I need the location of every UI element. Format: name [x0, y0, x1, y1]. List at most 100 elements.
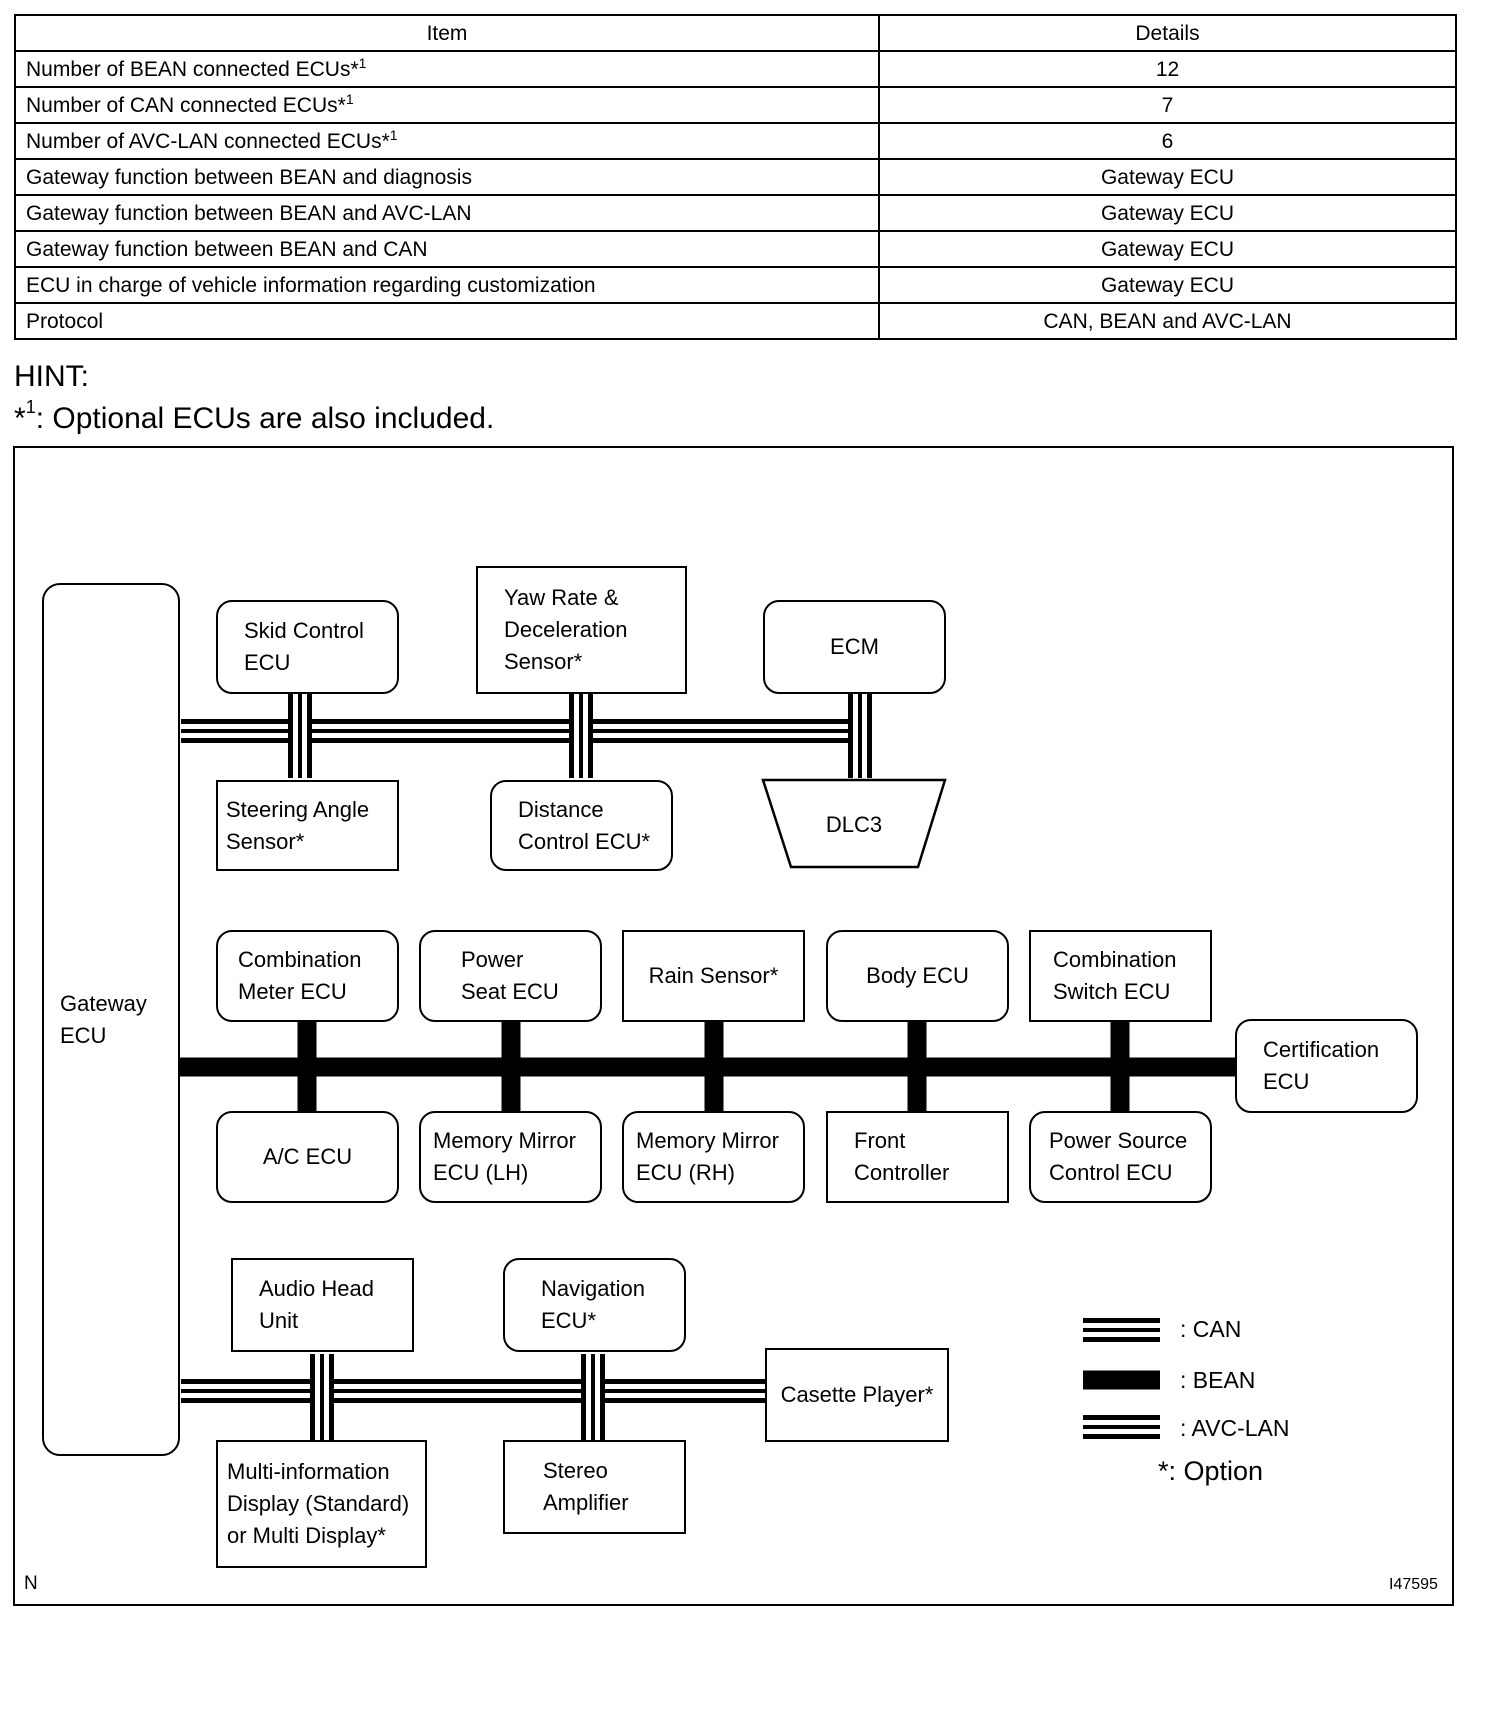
avc-bus [181, 1354, 765, 1441]
table-cell-item: ECU in charge of vehicle information reg… [14, 266, 880, 304]
table-cell-details: 6 [878, 122, 1457, 160]
front-controller: Front Controller [826, 1111, 1009, 1203]
hint-note: *1: Optional ECUs are also included. [14, 398, 495, 435]
ac-ecu: A/C ECU [216, 1111, 399, 1203]
bean-bus [175, 1018, 1240, 1116]
item-text: Number of AVC-LAN connected ECUs* [26, 129, 390, 153]
figure-code: I47595 [1389, 1576, 1438, 1593]
bus-lines [175, 694, 1240, 1441]
memory-mirror-rh: Memory Mirror ECU (RH) [622, 1111, 805, 1203]
body-ecu: Body ECU [826, 930, 1009, 1022]
combination-meter-ecu: Combination Meter ECU [216, 930, 399, 1022]
corner-label-left: N [24, 1573, 38, 1594]
table-row: Gateway function between BEAN and AVC-LA… [14, 194, 1457, 232]
cassette-player: Casette Player* [765, 1348, 949, 1442]
header-item: Item [14, 14, 880, 52]
yaw-rate-sensor-label: Yaw Rate & Deceleration Sensor* [504, 585, 628, 674]
table-row: Protocol CAN, BEAN and AVC-LAN [14, 302, 1457, 340]
item-text: Gateway function between BEAN and CAN [26, 237, 428, 261]
steering-angle-sensor-label: Steering Angle Sensor* [226, 796, 370, 854]
hint-note-text: : Optional ECUs are also included. [35, 402, 495, 435]
combination-meter-ecu-label: Combination Meter ECU [238, 947, 362, 1004]
header-details: Details [878, 14, 1457, 52]
combination-switch-ecu-label: Combination Switch ECU [1053, 947, 1177, 1004]
footnote-marker: 1 [358, 54, 367, 71]
table-cell-details: Gateway ECU [878, 230, 1457, 268]
item-text: Gateway function between BEAN and AVC-LA… [26, 201, 472, 225]
skid-control-ecu-label: Skid Control ECU [244, 618, 364, 675]
table-cell-item: Protocol [14, 302, 880, 340]
stereo-amplifier-label: Stereo Amplifier [543, 1458, 629, 1515]
item-text: Number of BEAN connected ECUs* [26, 57, 359, 81]
item-text: ECU in charge of vehicle information reg… [26, 273, 596, 297]
yaw-rate-sensor: Yaw Rate & Deceleration Sensor* [476, 566, 687, 694]
hint-note-prefix: * [14, 402, 26, 435]
distance-control-ecu: Distance Control ECU* [490, 780, 673, 871]
table-cell-details: Gateway ECU [878, 158, 1457, 196]
hint-title: HINT: [14, 360, 89, 393]
item-text: Protocol [26, 309, 104, 333]
table-cell-details: Gateway ECU [878, 194, 1457, 232]
table-cell-item: Number of BEAN connected ECUs*1 [14, 50, 880, 88]
table-cell-item: Number of CAN connected ECUs*1 [14, 86, 880, 124]
table-cell-item: Gateway function between BEAN and diagno… [14, 158, 880, 196]
power-source-control-ecu: Power Source Control ECU [1029, 1111, 1212, 1203]
power-seat-ecu: Power Seat ECU [419, 930, 602, 1022]
legend-can-label: : CAN [1180, 1316, 1242, 1342]
power-source-control-ecu-label: Power Source Control ECU [1049, 1128, 1188, 1185]
navigation-ecu-label: Navigation ECU* [541, 1276, 645, 1333]
audio-head-unit: Audio Head Unit [231, 1258, 414, 1352]
gateway-ecu: Gateway ECU [42, 583, 180, 1456]
item-text: Number of CAN connected ECUs* [26, 93, 346, 117]
navigation-ecu: Navigation ECU* [503, 1258, 686, 1352]
audio-head-unit-label: Audio Head Unit [259, 1276, 374, 1333]
rain-sensor-label: Rain Sensor* [648, 963, 779, 988]
memory-mirror-lh: Memory Mirror ECU (LH) [419, 1111, 602, 1203]
dlc3-label: DLC3 [825, 812, 883, 837]
ecm: ECM [763, 600, 946, 694]
table-row: Gateway function between BEAN and diagno… [14, 158, 1457, 196]
body-ecu-label: Body ECU [866, 963, 969, 988]
legend-bean-label: : BEAN [1180, 1367, 1256, 1393]
certification-ecu: Certification ECU [1235, 1019, 1418, 1113]
cassette-player-label: Casette Player* [780, 1382, 934, 1407]
power-seat-ecu-label: Power Seat ECU [461, 947, 559, 1004]
table-header-row: Item Details [14, 14, 1457, 52]
spec-table: Item Details Number of BEAN connected EC… [14, 14, 1457, 340]
can-drops [288, 694, 872, 778]
distance-control-ecu-label: Distance Control ECU* [518, 796, 651, 854]
table-cell-details: CAN, BEAN and AVC-LAN [878, 302, 1457, 340]
memory-mirror-rh-label: Memory Mirror ECU (RH) [636, 1128, 779, 1185]
item-text: Gateway function between BEAN and diagno… [26, 165, 472, 189]
legend-option-label: *: Option [1158, 1456, 1264, 1486]
combination-switch-ecu: Combination Switch ECU [1029, 930, 1212, 1022]
stereo-amplifier: Stereo Amplifier [503, 1440, 686, 1534]
skid-control-ecu: Skid Control ECU [216, 600, 399, 694]
footnote-marker: 1 [345, 90, 354, 107]
memory-mirror-lh-label: Memory Mirror ECU (LH) [433, 1128, 576, 1185]
certification-ecu-label: Certification ECU [1263, 1037, 1380, 1094]
table-cell-details: 7 [878, 86, 1457, 124]
hint-note-sup: 1 [25, 397, 36, 417]
rain-sensor: Rain Sensor* [622, 930, 805, 1022]
table-cell-details: Gateway ECU [878, 266, 1457, 304]
network-diagram: Gateway ECU Skid Control ECU Yaw Rate & … [13, 446, 1454, 1606]
table-cell-details: 12 [878, 50, 1457, 88]
dlc3-shape [761, 778, 947, 869]
ac-ecu-label: A/C ECU [262, 1144, 353, 1169]
ecm-label: ECM [830, 634, 879, 659]
multi-information-display-label: Multi-information Display (Standard) or … [227, 1459, 410, 1548]
footnote-marker: 1 [389, 126, 398, 143]
steering-angle-sensor: Steering Angle Sensor* [216, 780, 399, 871]
table-cell-item: Number of AVC-LAN connected ECUs*1 [14, 122, 880, 160]
multi-information-display: Multi-information Display (Standard) or … [216, 1440, 427, 1568]
table-cell-item: Gateway function between BEAN and CAN [14, 230, 880, 268]
gateway-ecu-label: Gateway ECU [60, 990, 147, 1048]
legend-avc-label: : AVC-LAN [1180, 1415, 1290, 1441]
front-controller-label: Front Controller [854, 1128, 950, 1185]
table-row: Gateway function between BEAN and CAN Gat… [14, 230, 1457, 268]
table-cell-item: Gateway function between BEAN and AVC-LA… [14, 194, 880, 232]
table-row: ECU in charge of vehicle information reg… [14, 266, 1457, 304]
